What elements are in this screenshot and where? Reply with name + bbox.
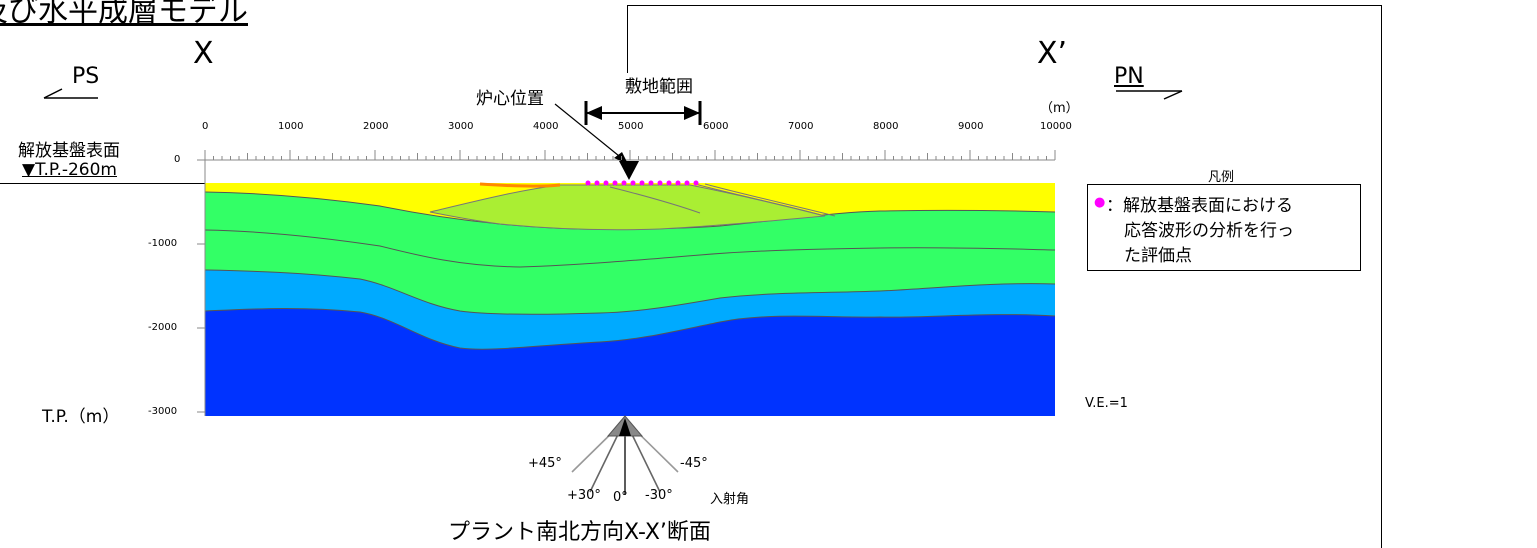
incidence-label-minus45: -45° — [680, 456, 708, 471]
x-tick-label: 0 — [202, 121, 209, 132]
distance-unit-label: （m） — [1040, 101, 1079, 116]
legend-title: 凡例 — [1208, 170, 1235, 185]
x-tick-label: 1000 — [278, 121, 304, 132]
legend-item-line: ：解放基盤表面における — [1106, 196, 1293, 216]
section-right-end-label: X’ — [1037, 36, 1068, 71]
direction-left-arrow-icon — [43, 88, 98, 99]
section-caption: プラント南北方向X-X’断面 — [448, 520, 711, 545]
incidence-label-plus30: +30° — [567, 488, 601, 503]
incidence-label-plus45: +45° — [528, 456, 562, 471]
site-extent-label: 敷地範囲 — [625, 77, 693, 97]
incidence-label-minus30: -30° — [645, 488, 673, 503]
legend-box: ● ：解放基盤表面における 応答波形の分析を行っ た評価点 — [1087, 184, 1361, 271]
frame-line-right — [1381, 5, 1382, 548]
x-tick-label: 10000 — [1040, 121, 1072, 132]
y-tick-label: -3000 — [148, 406, 178, 417]
x-tick-label: 7000 — [788, 121, 814, 132]
x-tick-label: 6000 — [703, 121, 729, 132]
site-extent-arrow — [584, 101, 702, 125]
legend-marker-icon: ● — [1094, 195, 1106, 210]
section-left-end-label: X — [193, 36, 214, 71]
direction-left-label: PS — [72, 64, 100, 89]
page-title: 及び水平成層モデル — [0, 0, 248, 29]
x-tick-label: 3000 — [448, 121, 474, 132]
incidence-angle-label: 入射角 — [710, 492, 750, 507]
incidence-label-zero: 0° — [613, 490, 628, 505]
x-tick-label: 2000 — [363, 121, 389, 132]
evaluation-points — [585, 180, 699, 186]
legend-item-line: た評価点 — [1124, 246, 1192, 266]
y-tick-label: 0 — [174, 154, 181, 165]
direction-right-label: PN — [1114, 64, 1144, 89]
y-tick-label: -2000 — [148, 322, 178, 333]
x-tick-label: 4000 — [533, 121, 559, 132]
vertical-exaggeration-label: V.E.=1 — [1085, 396, 1128, 411]
x-tick-label: 8000 — [873, 121, 899, 132]
bedrock-level-label: ▼T.P.-260m — [22, 160, 117, 180]
reactor-position-label: 炉心位置 — [476, 89, 544, 109]
elevation-unit-label: T.P.（m） — [42, 407, 120, 427]
y-tick-label: -1000 — [148, 238, 178, 249]
frame-line-top — [627, 5, 1382, 6]
incidence-fan — [571, 415, 679, 495]
x-tick-label: 9000 — [958, 121, 984, 132]
bedrock-surface-label: 解放基盤表面 — [18, 141, 120, 161]
reactor-marker-icon — [619, 161, 639, 180]
frame-line-left-top — [627, 5, 628, 73]
direction-right-arrow-icon — [1116, 90, 1183, 100]
legend-item-line: 応答波形の分析を行っ — [1124, 221, 1294, 241]
bedrock-level-line — [0, 183, 205, 184]
x-tick-label: 5000 — [618, 121, 644, 132]
shallow-layer — [205, 183, 1055, 315]
